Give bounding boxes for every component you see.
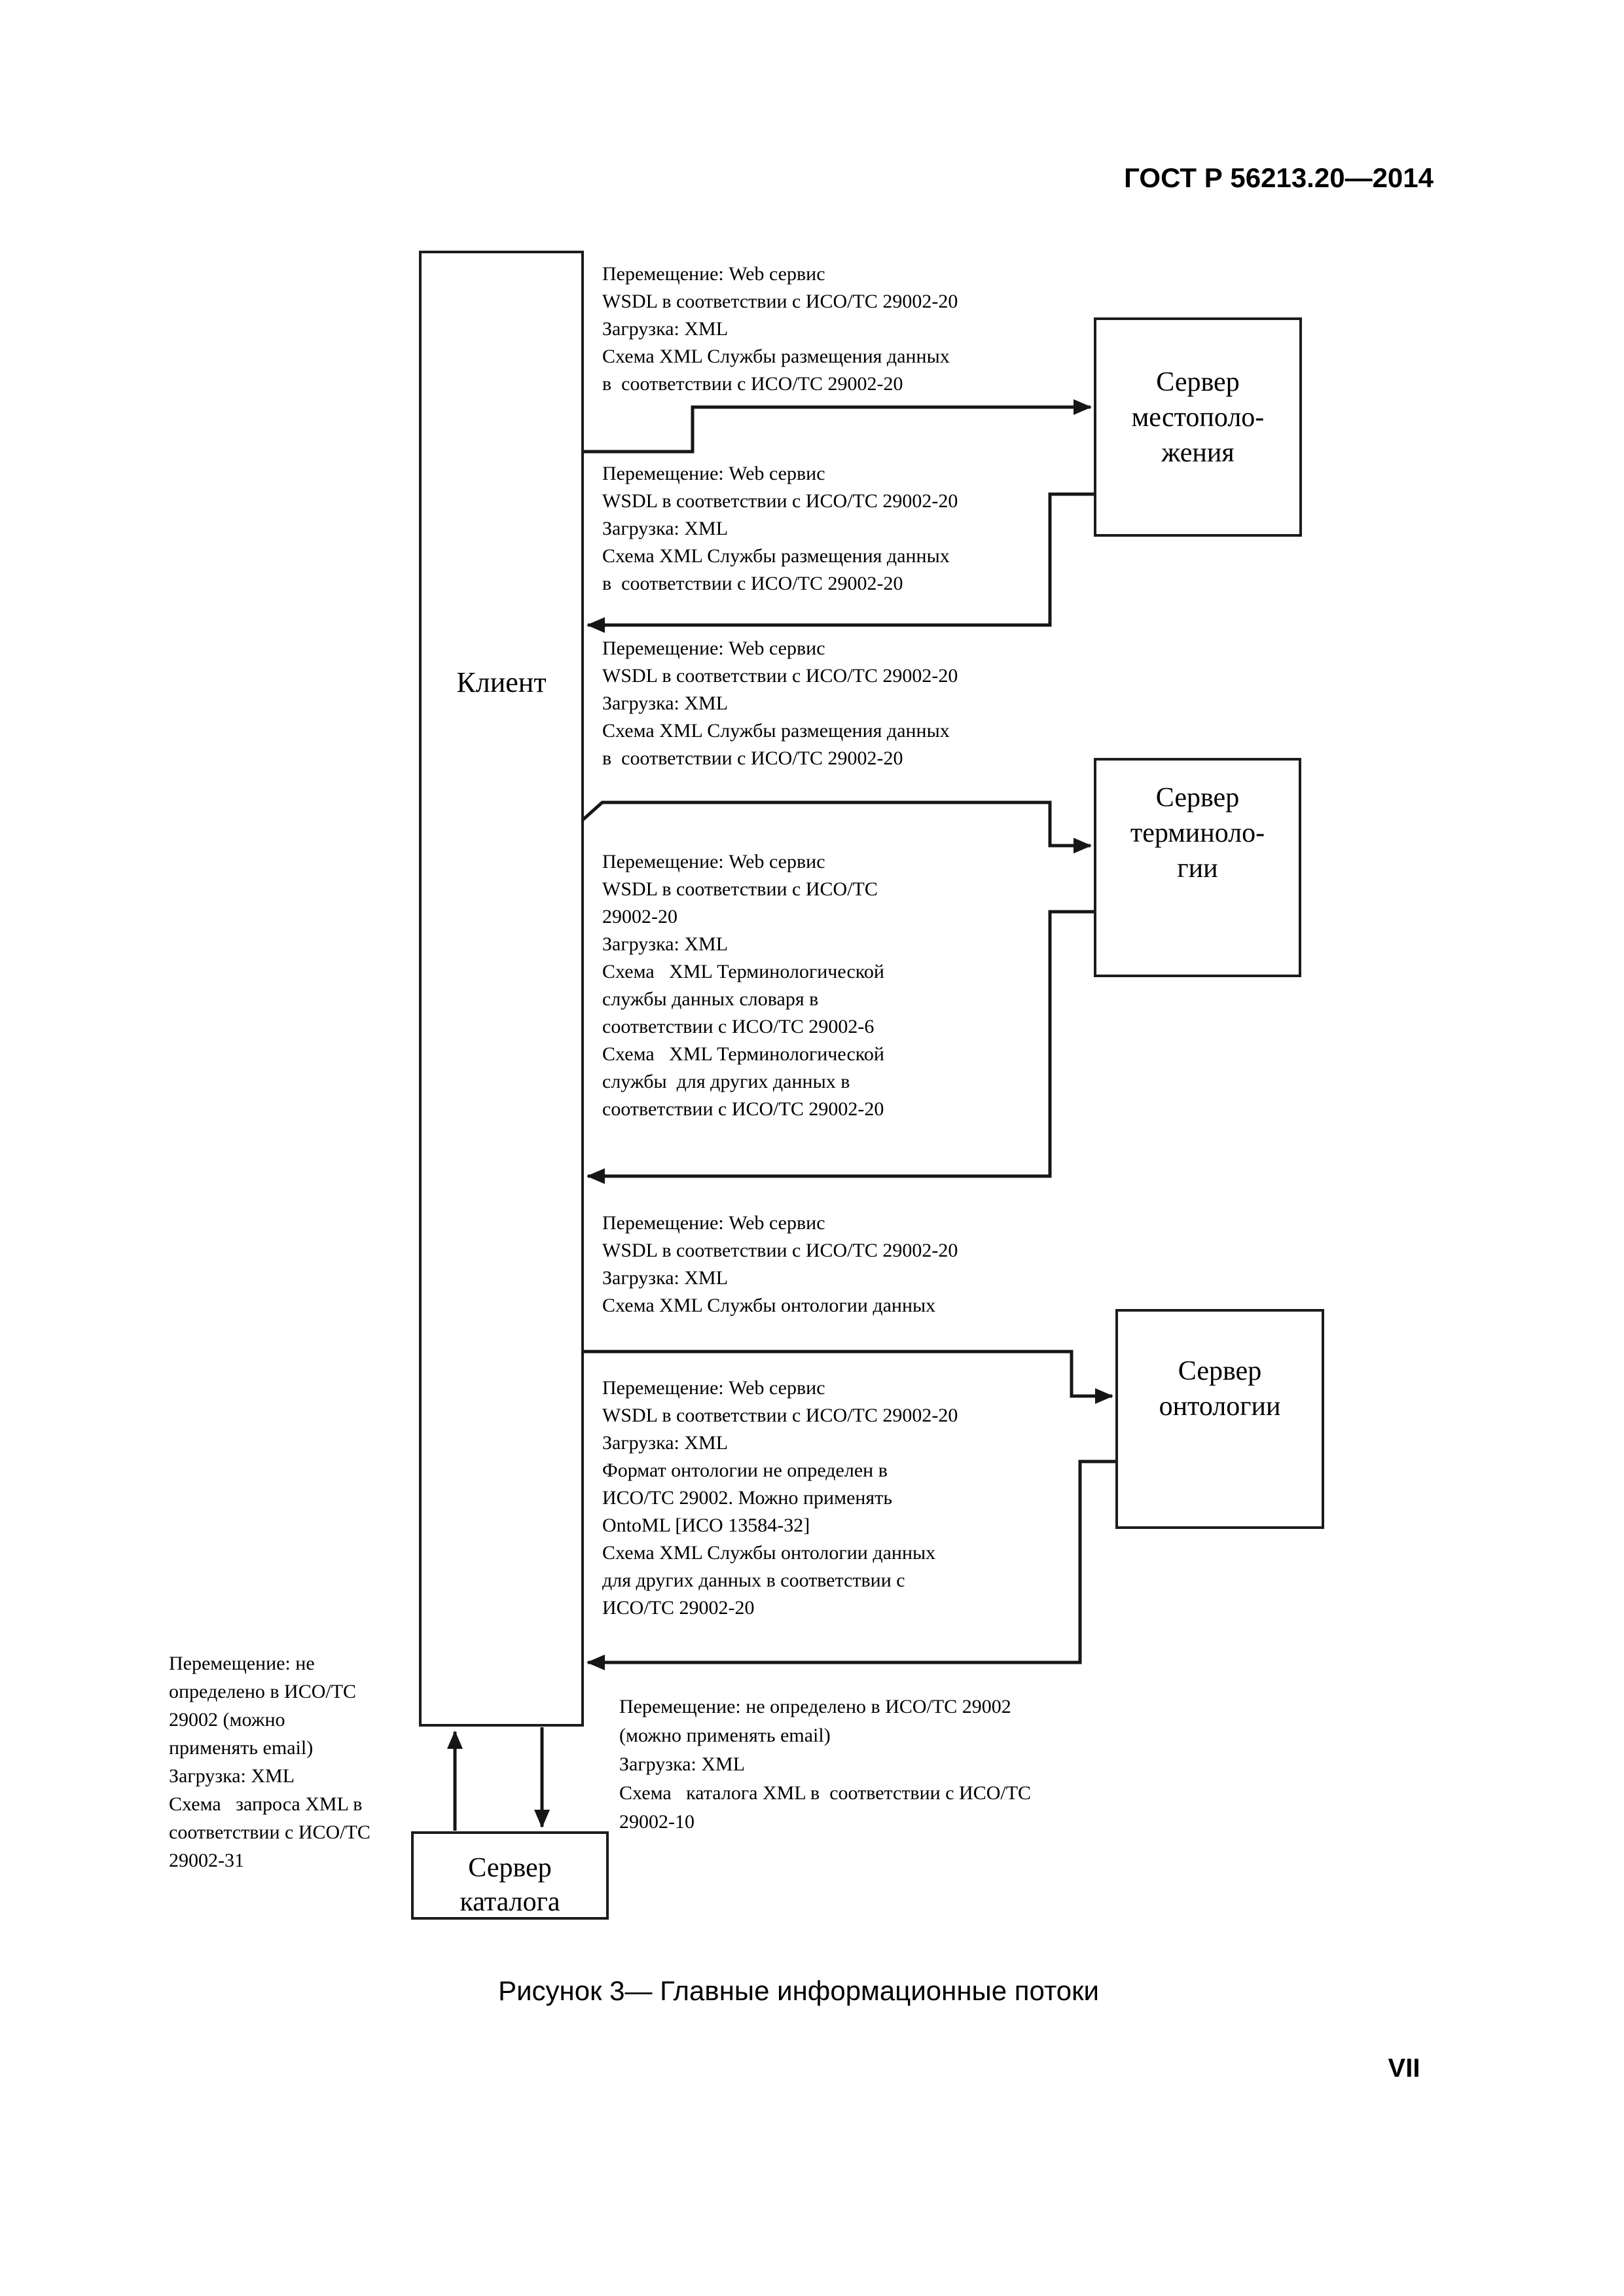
flow-label-catalog-response: Перемещение: не определено в ИСО/ТС 2900… xyxy=(619,1696,1032,1833)
flow-label-location-request: Перемещение: Web сервис WSDL в соответст… xyxy=(602,263,958,395)
client-box: Клиент xyxy=(419,251,584,1727)
ontology-server-label: Сервер онтологии xyxy=(1159,1356,1281,1422)
location-server-label: Сервер местополо- жения xyxy=(1131,367,1265,468)
ontology-server-box: Сервер онтологии xyxy=(1115,1309,1324,1529)
flow-label-terminology-request: Перемещение: Web сервис WSDL в соответст… xyxy=(602,637,958,769)
flow-label-location-response: Перемещение: Web сервис WSDL в соответст… xyxy=(602,463,958,594)
flow-label-terminology-response: Перемещение: Web сервис WSDL в соответст… xyxy=(602,851,884,1120)
arrow-ontology-server-to-client xyxy=(586,1460,1115,1670)
location-server-box: Сервер местополо- жения xyxy=(1094,317,1302,537)
arrow-client-to-terminology-server xyxy=(575,800,1092,853)
catalog-server-box: Сервер каталога xyxy=(411,1831,609,1920)
page-number: VII xyxy=(1388,2054,1420,2083)
flow-label-ontology-response: Перемещение: Web сервис WSDL в соответст… xyxy=(602,1377,958,1619)
figure-caption: Рисунок 3— Главные информационные потоки xyxy=(498,1975,1099,2006)
flow-label-ontology-request: Перемещение: Web сервис WSDL в соответст… xyxy=(602,1212,958,1316)
terminology-server-label: Сервер терминоло- гии xyxy=(1130,783,1265,884)
standard-number: ГОСТ Р 56213.20—2014 xyxy=(1124,162,1434,193)
arrow-location-server-to-client xyxy=(586,492,1094,633)
client-label: Клиент xyxy=(456,666,547,698)
terminology-server-box: Сервер терминоло- гии xyxy=(1094,758,1301,977)
arrow-client-to-location-server xyxy=(584,399,1092,454)
arrow-terminology-server-to-client xyxy=(586,910,1094,1184)
flow-label-catalog-request: Перемещение: не определено в ИСО/ТС 2900… xyxy=(169,1653,370,1871)
catalog-server-label: Сервер каталога xyxy=(460,1853,560,1917)
arrow-client-to-ontology-server xyxy=(584,1350,1113,1404)
